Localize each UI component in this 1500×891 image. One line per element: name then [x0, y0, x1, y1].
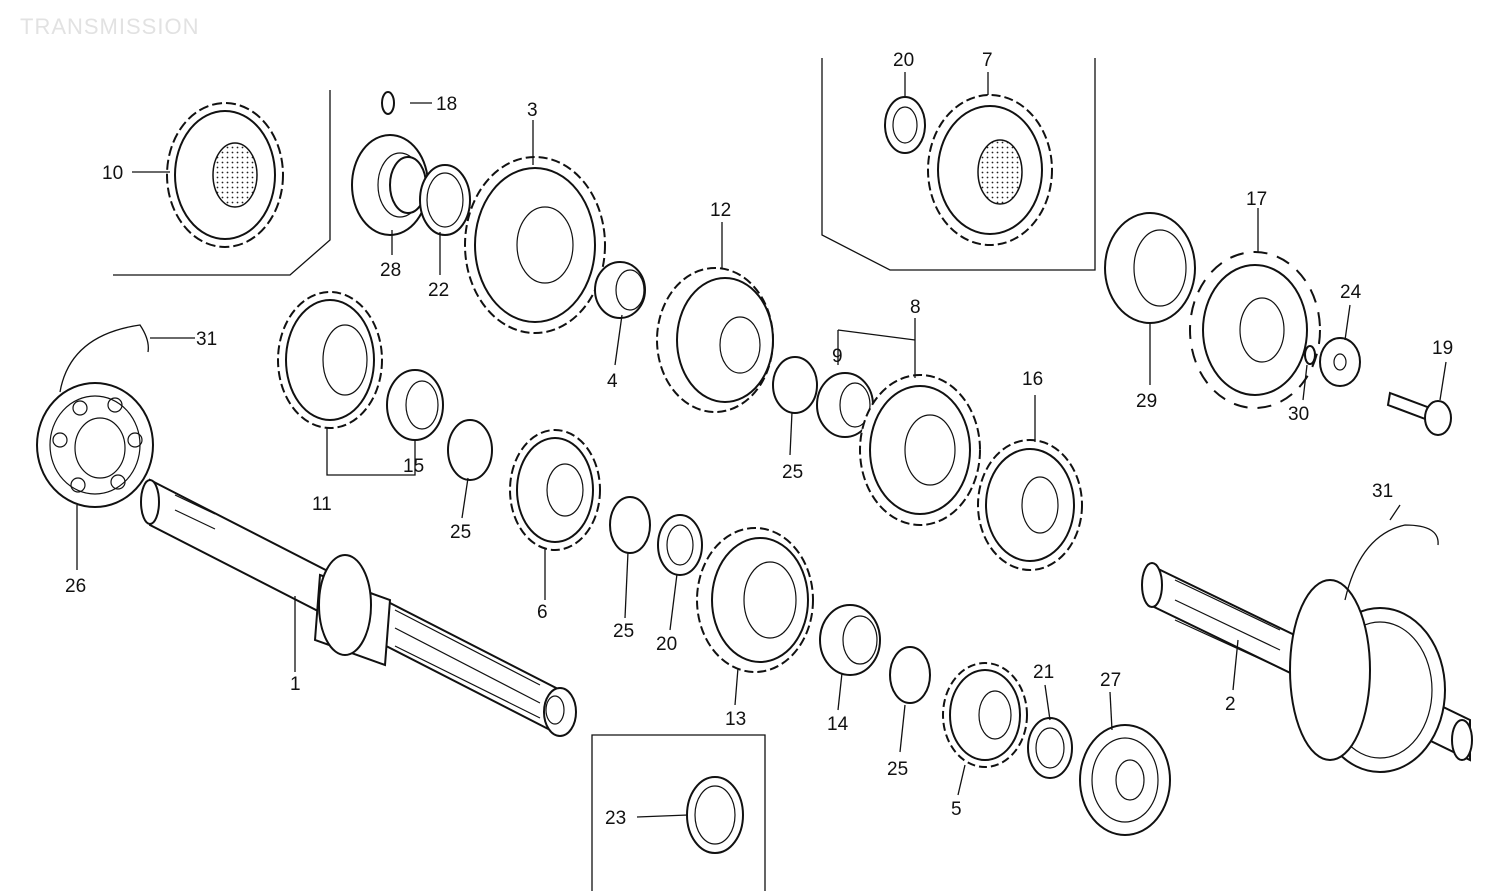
- group-box-7: [821, 58, 1096, 271]
- washer-23: [686, 776, 744, 854]
- countershaft: [1141, 562, 1473, 773]
- callout-25-b: 25: [450, 522, 471, 543]
- washer-24: [1319, 337, 1361, 387]
- callout-27: 27: [1100, 670, 1121, 691]
- callout-20-mid: 20: [656, 634, 677, 655]
- callout-20-top: 20: [893, 50, 914, 71]
- callout-18: 18: [436, 94, 457, 115]
- set-ring-31-right: [1344, 524, 1439, 601]
- callout-8: 8: [910, 297, 921, 318]
- bushing-15: [386, 369, 444, 441]
- callout-6: 6: [537, 602, 548, 623]
- callout-21: 21: [1033, 662, 1054, 683]
- collar-30: [1304, 345, 1316, 365]
- gear-3: [464, 156, 606, 334]
- callout-16: 16: [1022, 369, 1043, 390]
- bearing-28: [351, 134, 429, 236]
- callout-31-left: 31: [196, 329, 217, 350]
- callout-24: 24: [1340, 282, 1362, 303]
- gear-7: [927, 94, 1053, 246]
- callout-12: 12: [710, 200, 731, 221]
- callout-19: 19: [1432, 338, 1453, 359]
- bearing-27: [1079, 724, 1171, 836]
- washer-20-mid: [657, 514, 703, 576]
- mainshaft: [140, 478, 577, 737]
- gear-12: [656, 267, 774, 413]
- callout-13: 13: [725, 709, 746, 730]
- callout-29: 29: [1136, 391, 1157, 412]
- gear-5: [942, 662, 1028, 768]
- callout-28: 28: [380, 260, 401, 281]
- circlip-25-a: [447, 419, 493, 481]
- circlip-25-b: [772, 356, 818, 414]
- bearing-26: [36, 382, 154, 508]
- gear-8: [859, 374, 981, 526]
- callout-25-d: 25: [887, 759, 908, 780]
- callout-10: 10: [102, 163, 123, 184]
- leader-lines: [76, 72, 1447, 818]
- oil-seal-29: [1104, 212, 1196, 324]
- set-ring-31-left: [59, 324, 149, 393]
- callout-22: 22: [428, 280, 449, 301]
- callout-7: 7: [982, 50, 993, 71]
- bolt-19: [1386, 391, 1452, 436]
- sprocket-17: [1189, 251, 1321, 409]
- callout-5: 5: [951, 799, 962, 820]
- callout-labels: 18 10 3 28 22 31 4 12 20 7 8 9 17 24 19 …: [65, 50, 1453, 829]
- callout-26: 26: [65, 576, 86, 597]
- callout-14: 14: [827, 714, 849, 735]
- callout-11: 11: [312, 494, 332, 515]
- bushing-14: [819, 604, 881, 676]
- callout-3: 3: [527, 100, 538, 121]
- diagram-title: TRANSMISSION: [20, 14, 200, 39]
- callout-25-c: 25: [613, 621, 634, 642]
- callout-25-a: 25: [782, 462, 803, 483]
- callout-31-right: 31: [1372, 481, 1393, 502]
- gear-6: [509, 429, 601, 551]
- gear-13: [696, 527, 814, 673]
- callout-2: 2: [1225, 694, 1236, 715]
- circlip-25-c: [609, 496, 651, 554]
- callout-30: 30: [1288, 404, 1309, 425]
- gear-16: [977, 439, 1083, 571]
- o-ring-18: [381, 91, 395, 115]
- gear-11: [277, 291, 383, 429]
- group-box-23: [591, 734, 766, 891]
- callout-23: 23: [605, 808, 626, 829]
- callout-15: 15: [403, 456, 424, 477]
- washer-22: [419, 164, 471, 236]
- bushing-4: [594, 261, 646, 319]
- callout-4: 4: [607, 371, 618, 392]
- group-box-10: [113, 90, 331, 276]
- callout-9: 9: [832, 346, 843, 367]
- circlip-25-d: [889, 646, 931, 704]
- callout-17: 17: [1246, 189, 1267, 210]
- washer-20-top: [884, 96, 926, 154]
- callout-1: 1: [290, 674, 301, 695]
- bushing-9: [816, 372, 874, 438]
- gear-10: [166, 102, 284, 248]
- washer-21: [1027, 717, 1073, 779]
